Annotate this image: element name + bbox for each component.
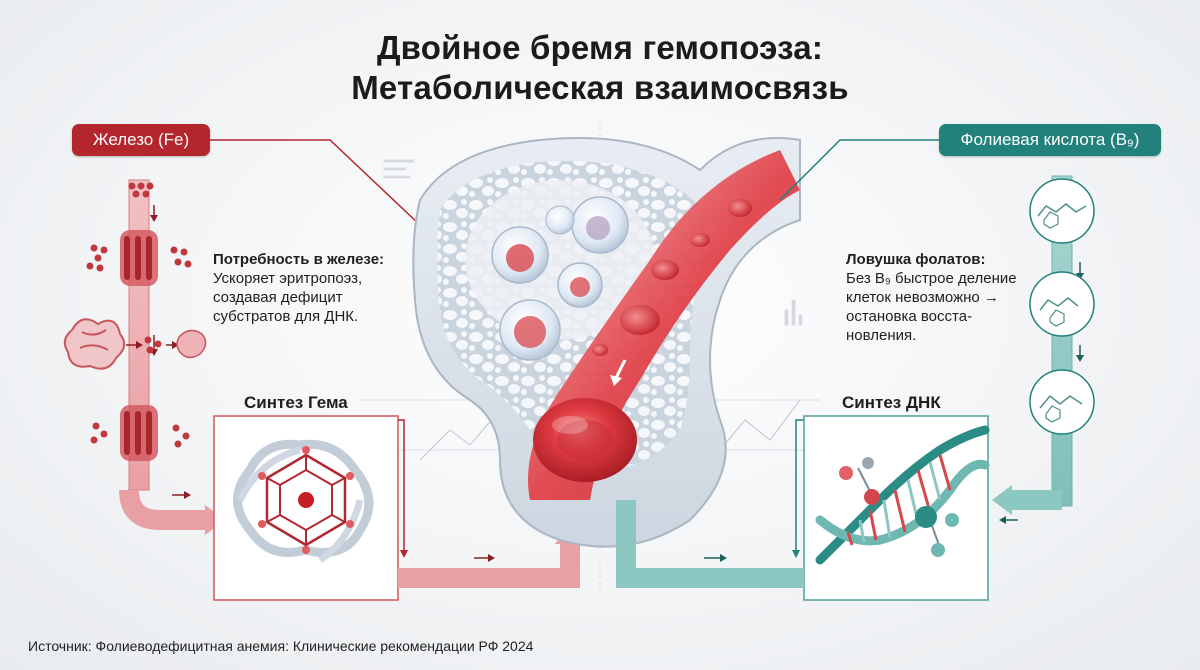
folate-trap-line-2: клеток невозможно →	[846, 289, 999, 306]
transporter-icon	[90, 405, 190, 461]
folate-trap-heading: Ловушка фолатов:	[846, 251, 986, 268]
iron-need-line-2: создавая дефицит	[213, 289, 343, 306]
title-line-2: Метаболическая взаимосвязь	[351, 69, 849, 106]
iron-label: Железо (Fe)	[72, 124, 210, 156]
transporter-icon	[86, 230, 192, 286]
folate-trap-line-4: новления.	[846, 327, 917, 344]
heme-synthesis-box	[213, 415, 408, 601]
bone-marrow-icon	[412, 137, 801, 548]
dna-synthesis-box	[792, 415, 990, 601]
title-line-1: Двойное бремя гемопоэза:	[376, 29, 824, 66]
iron-need-line-3: субстратов для ДНК.	[213, 308, 359, 325]
dna-synthesis-label: Синтез ДНК	[842, 393, 941, 412]
iron-need-heading: Потребность в железе:	[213, 251, 385, 268]
ferritin-icon	[63, 318, 207, 370]
stem-cells	[491, 196, 629, 361]
folate-label: Фолиевая кислота (B₉)	[939, 124, 1161, 156]
dna-output-arrow	[616, 500, 804, 588]
folate-trap-line-1: Без B₉ быстрое деление	[846, 270, 1017, 287]
iron-pathway	[63, 139, 421, 535]
dna-helix-icon	[815, 425, 990, 565]
heme-porphyrin-icon	[233, 439, 374, 563]
iron-need-line-1: Ускоряет эритропоэз,	[213, 270, 363, 287]
page-title: Двойное бремя гемопоэза: Метаболическая …	[0, 28, 1200, 108]
folate-molecule-icon	[1029, 369, 1095, 435]
folate-pathway	[779, 139, 1095, 524]
iron-need-note: Потребность в железе: Ускоряет эритропоэ…	[213, 250, 403, 326]
folate-trap-line-3: остановка восста-	[846, 308, 973, 325]
red-blood-cell-icon	[533, 199, 752, 482]
folate-trap-note: Ловушка фолатов: Без B₉ быстрое деление …	[846, 250, 1026, 345]
heme-synthesis-label: Синтез Гема	[244, 393, 348, 412]
folate-molecule-icon	[1029, 178, 1095, 244]
folate-molecule-icon	[1029, 271, 1095, 337]
source-citation: Источник: Фолиеводефицитная анемия: Клин…	[28, 638, 534, 654]
